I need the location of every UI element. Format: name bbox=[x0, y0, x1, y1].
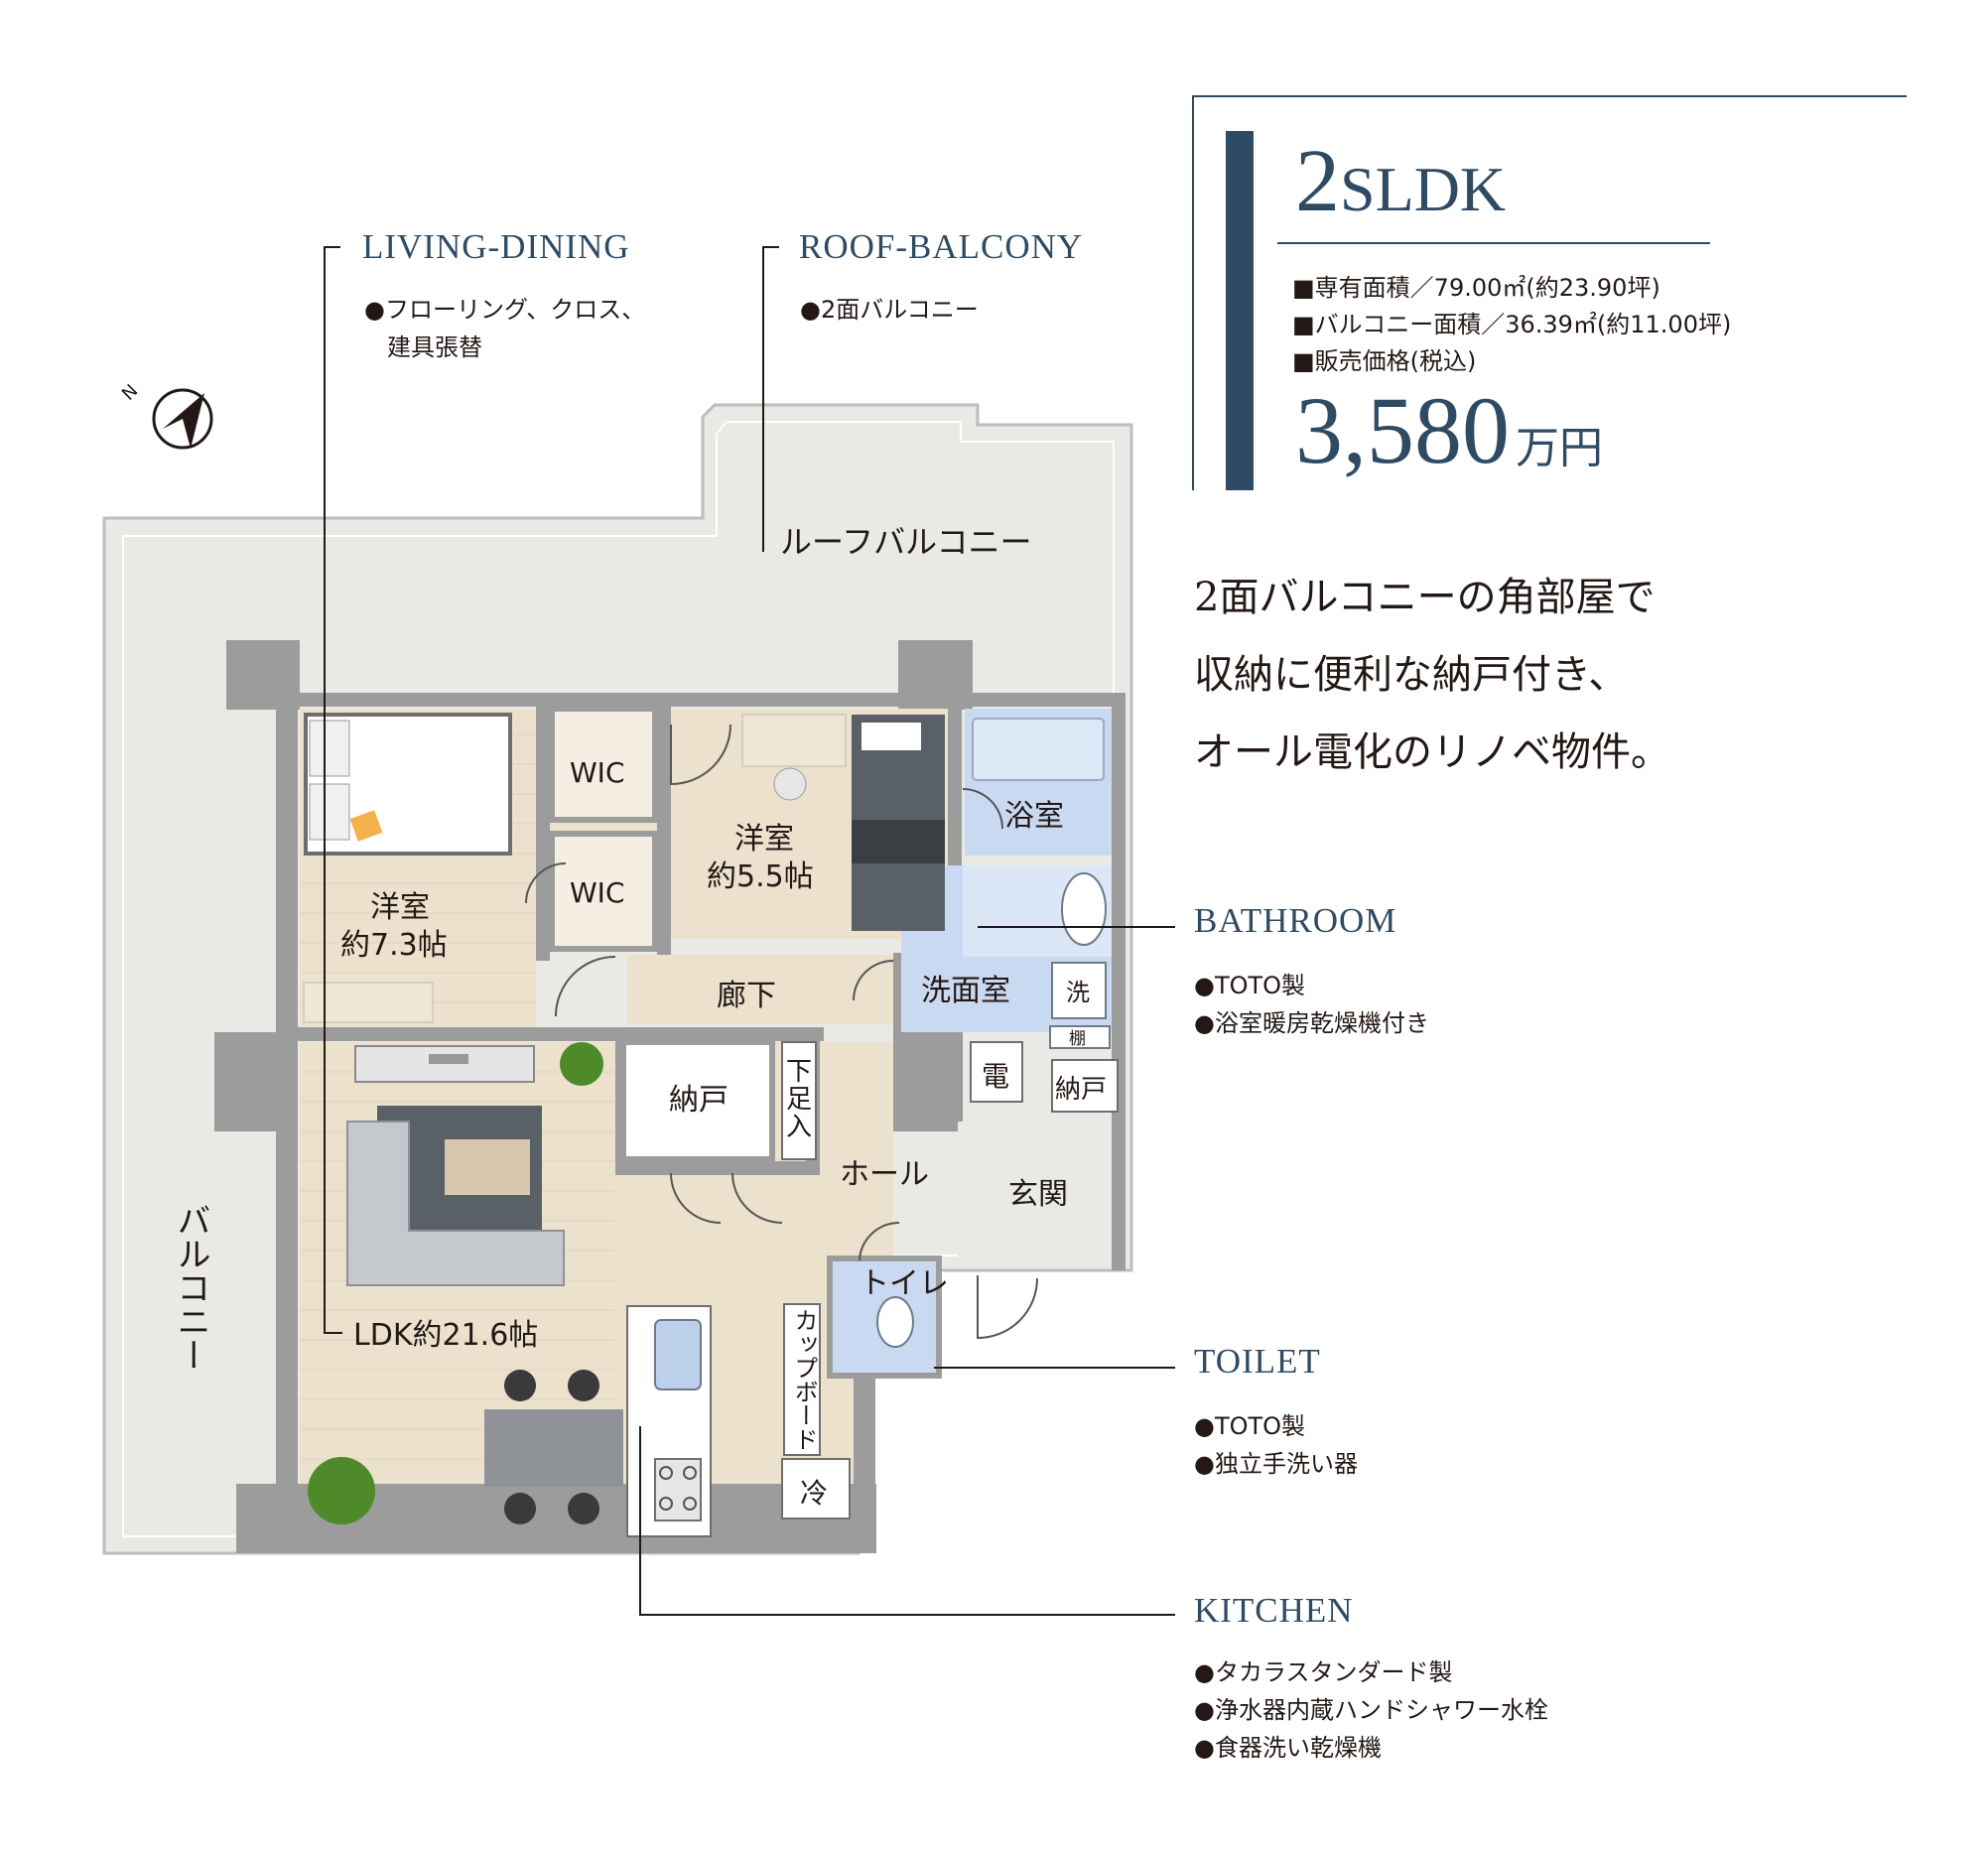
spec-balcony: ■バルコニー面積／36.39㎡(約11.00坪) bbox=[1292, 311, 1732, 338]
kitchen-title: KITCHEN bbox=[1194, 1591, 1354, 1630]
layout-type: 2SLDK bbox=[1295, 137, 1506, 226]
ldk-label: LDK約21.6帖 bbox=[353, 1318, 538, 1353]
roof-balcony-title: ROOF-BALCONY bbox=[799, 227, 1084, 266]
spec-area: ■専有面積／79.00㎡(約23.90坪) bbox=[1292, 274, 1660, 302]
storage2-closet bbox=[1051, 1059, 1119, 1113]
kitchen-note-1: ●タカラスタンダード製 bbox=[1194, 1658, 1453, 1686]
fridge-label: 冷 bbox=[800, 1477, 828, 1510]
leader-lines bbox=[324, 246, 1175, 1616]
roof-balcony-label: ルーフバルコニー bbox=[780, 523, 1031, 561]
layout-suffix: SLDK bbox=[1340, 154, 1507, 224]
header-left-rule bbox=[1192, 95, 1194, 490]
storage2-label: 納戸 bbox=[1055, 1075, 1107, 1105]
entrance-floor bbox=[958, 1122, 1112, 1260]
washer-label: 洗 bbox=[1066, 979, 1090, 1006]
bath-label: 浴室 bbox=[1004, 799, 1064, 834]
sofa bbox=[346, 1121, 565, 1286]
kitchen-note-2: ●浄水器内蔵ハンドシャワー水栓 bbox=[1194, 1696, 1548, 1724]
price-value: 3,580 bbox=[1295, 377, 1510, 483]
living-dining-note-1: ●フローリング、クロス、 bbox=[364, 296, 646, 324]
door-swings bbox=[525, 724, 1038, 1340]
elec-label: 電 bbox=[982, 1060, 1009, 1093]
shelf-label: 棚 bbox=[1069, 1029, 1086, 1049]
bed2-label-b: 約5.5帖 bbox=[707, 859, 814, 894]
wic2-label: WIC bbox=[570, 876, 625, 909]
storage-room bbox=[620, 1039, 775, 1162]
compass-icon: N bbox=[118, 380, 213, 450]
cupboard-label: カップボード bbox=[790, 1308, 818, 1451]
desk2 bbox=[741, 714, 847, 767]
roof-balcony-note-1: ●2面バルコニー bbox=[800, 296, 979, 324]
floor-plan: N ルーフバルコニー 洋室 約7.3帖 洋室 約5.5帖 WIC WIC 浴室 … bbox=[102, 246, 1175, 1616]
living-dining-title: LIVING-DINING bbox=[362, 227, 630, 266]
shoe-box bbox=[781, 1041, 817, 1160]
elec-closet bbox=[970, 1041, 1023, 1103]
bed2-label-a: 洋室 bbox=[734, 822, 794, 857]
bathroom-note-2: ●浴室暖房乾燥機付き bbox=[1194, 1009, 1429, 1037]
header-accent-bar bbox=[1226, 131, 1254, 490]
fridge-box bbox=[781, 1458, 851, 1520]
shoe-label-b: 足 bbox=[786, 1085, 812, 1115]
living-dining-note-2: 建具張替 bbox=[387, 333, 482, 361]
layout-number: 2 bbox=[1295, 132, 1340, 230]
kitchen-note-3: ●食器洗い乾燥機 bbox=[1194, 1734, 1382, 1762]
shoe-label-a: 下 bbox=[786, 1057, 812, 1087]
bed1-label-a: 洋室 bbox=[370, 890, 430, 925]
entrance-label: 玄関 bbox=[1008, 1177, 1068, 1212]
wic-2 bbox=[549, 831, 658, 952]
toilet-label: トイレ bbox=[860, 1266, 949, 1301]
toilet-note-2: ●独立手洗い器 bbox=[1194, 1450, 1358, 1478]
header-top-rule bbox=[1192, 95, 1907, 97]
wash-label: 洗面室 bbox=[921, 974, 1010, 1008]
storage-label: 納戸 bbox=[669, 1083, 729, 1118]
bathroom-note-1: ●TOTO製 bbox=[1194, 972, 1306, 999]
toilet-title: TOILET bbox=[1194, 1342, 1321, 1381]
layout-rule bbox=[1277, 242, 1710, 244]
tagline-line-3: オール電化のリノベ物件。 bbox=[1194, 729, 1670, 775]
bed1-label-b: 約7.3帖 bbox=[340, 928, 448, 963]
tagline-line-2: 収納に便利な納戸付き、 bbox=[1194, 652, 1629, 698]
shoe-label-c: 入 bbox=[786, 1113, 812, 1142]
tagline-line-1: 2面バルコニーの角部屋で bbox=[1194, 575, 1656, 620]
price-unit: 万円 bbox=[1516, 424, 1603, 472]
svg-text:N: N bbox=[118, 380, 142, 404]
dining-table bbox=[484, 1370, 623, 1524]
plant-icon bbox=[308, 1042, 603, 1524]
hall-label: ホール bbox=[840, 1157, 929, 1192]
bathroom-title: BATHROOM bbox=[1194, 901, 1397, 940]
corridor-label: 廊下 bbox=[717, 979, 776, 1013]
spec-price-label: ■販売価格(税込) bbox=[1292, 347, 1477, 375]
toilet-note-1: ●TOTO製 bbox=[1194, 1412, 1306, 1440]
balcony-label: バルコニー bbox=[171, 1203, 210, 1372]
cupboard bbox=[783, 1303, 821, 1456]
wic-1 bbox=[549, 706, 658, 823]
desk bbox=[303, 982, 434, 1023]
wic1-label: WIC bbox=[570, 756, 625, 789]
